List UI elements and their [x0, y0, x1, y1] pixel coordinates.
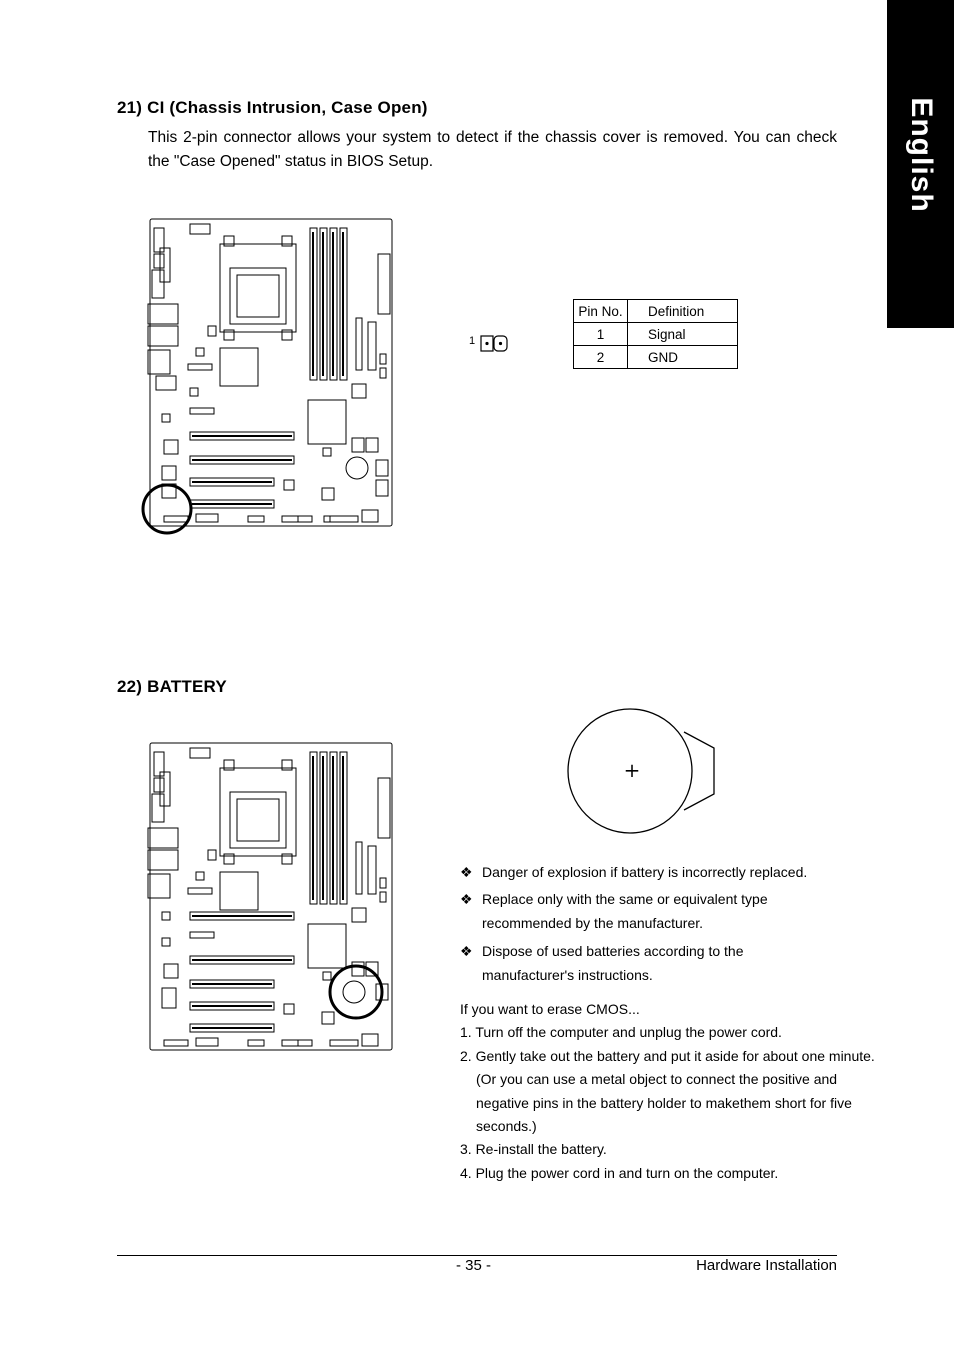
- warning-item: ❖ Dispose of used batteries according to…: [460, 939, 830, 987]
- warning-bullet-icon: ❖: [460, 864, 473, 880]
- table-cell: 2: [573, 345, 628, 369]
- warning-bullet-icon: ❖: [460, 943, 473, 959]
- section-22-heading: 22) BATTERY: [117, 677, 227, 696]
- table-row: 2 GND: [573, 345, 738, 369]
- ci-highlight-circle: [141, 483, 193, 535]
- section-21-description: This 2-pin connector allows your system …: [148, 129, 837, 170]
- list-item: 3. Re-install the battery.: [460, 1141, 607, 1158]
- table-row: 1 Signal: [573, 322, 738, 346]
- page-number: - 35 -: [456, 1257, 492, 1274]
- list-item: (Or you can use a metal object to connec…: [476, 1071, 838, 1088]
- section-21-heading: 21) CI (Chassis Intrusion, Case Open): [117, 98, 428, 117]
- warning-text: Replace only with the same or equivalent…: [482, 891, 768, 931]
- table-cell: GND: [627, 345, 738, 369]
- motherboard-diagram-battery: [147, 742, 393, 1051]
- battery-highlight-circle: [328, 964, 384, 1020]
- ci-pin1-label: 1: [469, 335, 476, 347]
- footer-divider: [117, 1255, 837, 1256]
- warning-item: ❖ Replace only with the same or equivale…: [460, 887, 850, 935]
- table-header-row: Pin No. Definition: [573, 299, 738, 323]
- list-item: 1. Turn off the computer and unplug the …: [460, 1024, 782, 1041]
- warning-bullet-icon: ❖: [460, 891, 473, 907]
- list-item: 4. Plug the power cord in and turn on th…: [460, 1164, 779, 1181]
- footer-section-name: Hardware Installation: [696, 1257, 837, 1274]
- battery-plus-symbol: +: [624, 758, 641, 782]
- warning-text: Dispose of used batteries according to t…: [482, 943, 744, 983]
- ci-pin-table: Pin No. Definition 1 Signal 2 GND: [573, 299, 738, 369]
- warning-text: Danger of explosion if battery is incorr…: [482, 864, 808, 880]
- table-header-cell: Definition: [627, 299, 738, 323]
- battery-holder-illustration: +: [567, 708, 715, 834]
- erase-cmos-instructions: If you want to erase CMOS... 1. Turn off…: [460, 998, 875, 1185]
- table-header-cell: Pin No.: [573, 299, 628, 323]
- table-cell: 1: [573, 322, 628, 346]
- list-item: seconds.): [476, 1118, 537, 1135]
- warning-item: ❖ Danger of explosion if battery is inco…: [460, 860, 840, 884]
- language-tab: English: [887, 0, 954, 328]
- motherboard-diagram-ci: [141, 218, 393, 535]
- erase-cmos-title: If you want to erase CMOS...: [460, 1001, 640, 1017]
- table-cell: Signal: [627, 322, 738, 346]
- ci-connector-icon: [480, 335, 508, 352]
- list-item: 2. Gently take out the battery and put i…: [460, 1047, 875, 1064]
- list-item: negative pins in the battery holder to m…: [476, 1094, 852, 1111]
- language-tab-label: English: [904, 97, 938, 213]
